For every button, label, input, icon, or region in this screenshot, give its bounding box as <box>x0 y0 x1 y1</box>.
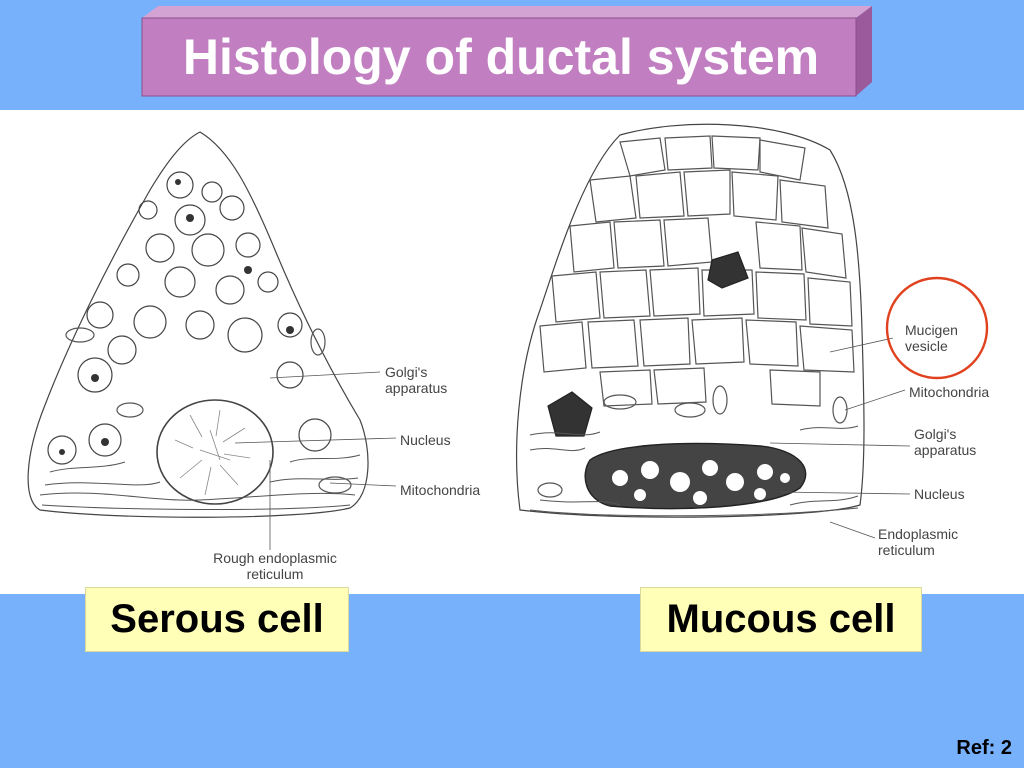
mucous-leader-lines <box>769 337 911 539</box>
serous-cell-outline <box>27 131 369 518</box>
mucous-nucleus-label: Nucleus <box>914 486 965 502</box>
serous-mitochondria-label: Mitochondria <box>400 482 481 498</box>
mucigen-highlight-circle <box>885 276 989 380</box>
mucous-chromatin <box>612 460 790 505</box>
mucigen-vesicles <box>539 135 855 407</box>
serous-granules <box>47 171 332 465</box>
illustration-panel: Golgi's apparatus Nucleus Mitochondria R… <box>0 110 1024 594</box>
mucous-cell-drawing <box>516 123 989 539</box>
serous-nucleus <box>156 399 274 505</box>
reference-label: Ref: 2 <box>956 737 1012 759</box>
title-banner: Histology of ductal system <box>0 0 1024 110</box>
serous-cell-drawing <box>27 131 397 550</box>
serous-nucleus-label: Nucleus <box>400 432 451 448</box>
title-box-shape <box>141 6 872 97</box>
mucous-dark-inclusions <box>547 251 749 437</box>
mucous-mitochondria-label: Mitochondria <box>909 384 990 400</box>
serous-leader-lines <box>234 371 397 550</box>
mucous-mitochondria <box>537 385 848 498</box>
mucous-golgi-label: Golgi's apparatus <box>914 426 977 458</box>
cell-illustrations <box>27 123 989 550</box>
serous-granule-cores <box>59 179 294 455</box>
serous-cell-caption: Serous cell <box>85 587 349 652</box>
mucous-er <box>529 425 859 517</box>
mucous-er-label: Endoplasmic reticulum <box>878 526 959 558</box>
page-title: Histology of ductal system <box>182 29 820 85</box>
serous-chromatin <box>174 409 251 496</box>
mucous-cell-outline <box>516 123 865 518</box>
serous-rough-er <box>39 454 361 511</box>
mucigen-label: Mucigen vesicle <box>905 322 958 354</box>
serous-mitochondria <box>65 327 352 494</box>
serous-golgi-label: Golgi's apparatus <box>385 364 448 396</box>
serous-rer-label: Rough endoplasmic reticulum <box>213 550 337 582</box>
mucous-cell-caption: Mucous cell <box>640 587 922 652</box>
